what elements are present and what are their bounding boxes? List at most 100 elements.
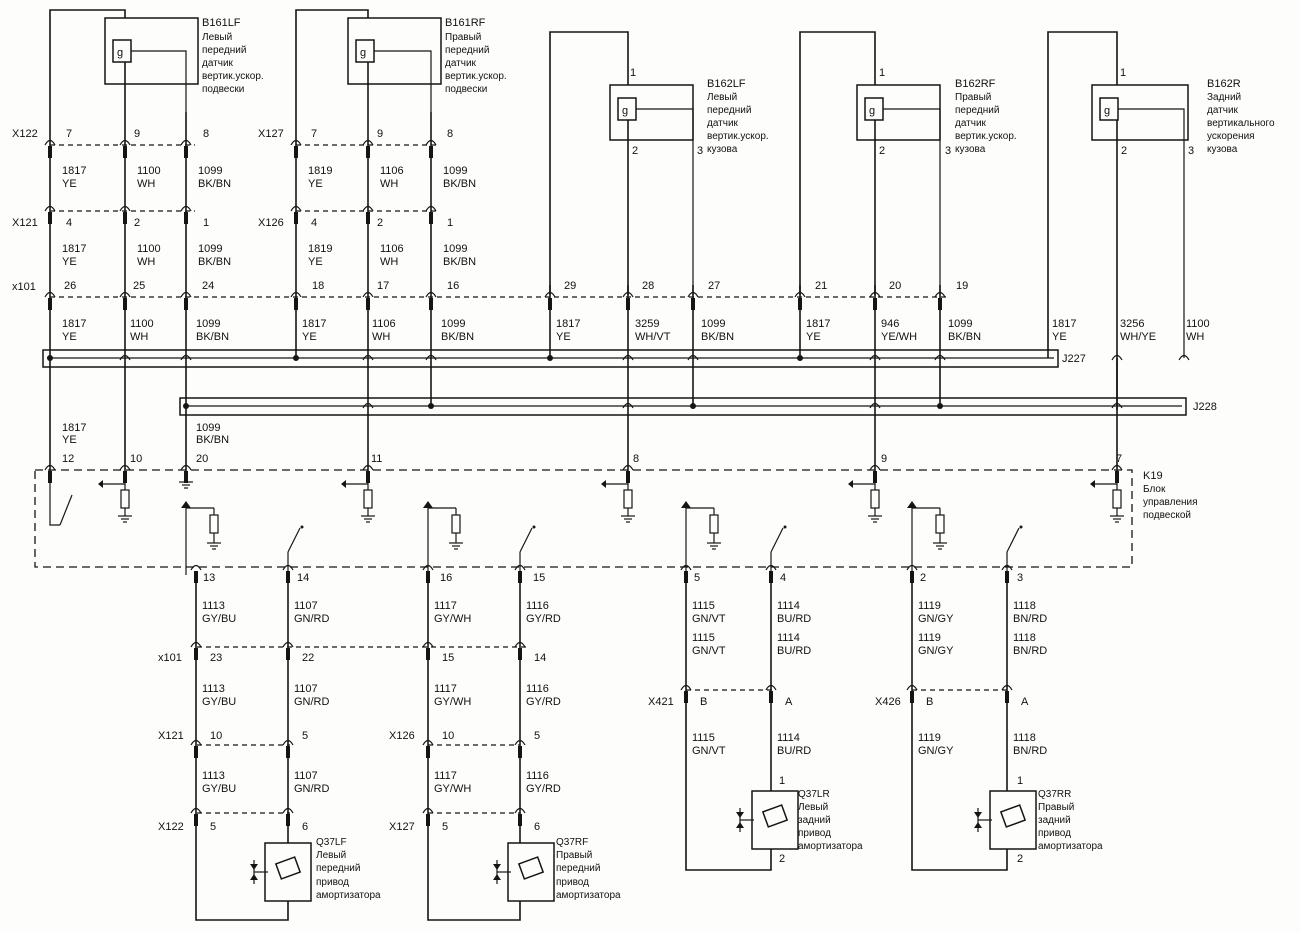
pin-label: 7 bbox=[66, 128, 72, 140]
sensor-b161rf: g B161RF Правый передний датчик вертик.у… bbox=[347, 17, 507, 112]
connector-cup bbox=[119, 139, 131, 146]
wire-color: GN/RD bbox=[294, 783, 330, 795]
wire-color: BN/RD bbox=[1013, 613, 1047, 625]
wire-number: 1106 bbox=[380, 165, 404, 177]
connector-label: X126 bbox=[389, 730, 415, 742]
connector-label: X126 bbox=[258, 217, 284, 229]
wire-color: GN/GY bbox=[918, 613, 954, 625]
wire-color: GY/RD bbox=[526, 613, 561, 625]
sensor-label: подвески bbox=[202, 84, 244, 95]
connector-pin bbox=[48, 298, 52, 310]
sensor-label: вертикального bbox=[1207, 118, 1275, 129]
pin-label: 7 bbox=[1116, 453, 1122, 465]
connector-cup bbox=[282, 564, 294, 571]
resistor bbox=[451, 514, 461, 534]
g-sensor-icon: g bbox=[360, 47, 366, 59]
sensor-code: B162LF bbox=[707, 78, 746, 90]
sensor-code: B161LF bbox=[202, 17, 241, 29]
wire-color: GY/BU bbox=[202, 613, 236, 625]
resistor bbox=[363, 489, 373, 509]
wire-color: BU/RD bbox=[777, 613, 811, 625]
switch bbox=[59, 494, 73, 526]
connector-pin bbox=[294, 212, 298, 224]
pin-label: 2 bbox=[377, 217, 383, 229]
wire-color: YE bbox=[308, 178, 323, 190]
pin-label: 14 bbox=[534, 652, 546, 664]
wire-color: BK/BN bbox=[196, 434, 229, 446]
wire-number: 1100 bbox=[130, 318, 154, 330]
wire-color: GN/VT bbox=[692, 645, 726, 657]
pin-label: 2 bbox=[779, 853, 785, 865]
wire-number: 1817 bbox=[62, 243, 86, 255]
connector-pin bbox=[429, 146, 433, 158]
wire-color: GN/VT bbox=[692, 745, 726, 757]
pin-label: 5 bbox=[210, 821, 216, 833]
pin-label: 7 bbox=[311, 128, 317, 140]
wire-number: 1099 bbox=[948, 318, 972, 330]
wire-number: 1106 bbox=[372, 318, 396, 330]
wire-color: YE bbox=[302, 331, 317, 343]
connector-cup bbox=[290, 205, 302, 212]
connector-cup bbox=[680, 564, 692, 571]
wire-number: 1817 bbox=[62, 318, 86, 330]
wire-color: BK/BN bbox=[441, 331, 474, 343]
connector-pin bbox=[1115, 471, 1119, 483]
wire-number: 1115 bbox=[692, 632, 715, 644]
pin-label: 6 bbox=[302, 821, 308, 833]
resistor bbox=[870, 489, 880, 509]
pin-label: 16 bbox=[447, 280, 459, 292]
pin-label: 20 bbox=[196, 453, 208, 465]
pin-label: 15 bbox=[533, 572, 545, 584]
connector-pin bbox=[626, 298, 630, 310]
wire-crossover bbox=[622, 402, 634, 409]
wire-number: 1113 bbox=[202, 770, 225, 782]
connector-label: X127 bbox=[389, 821, 415, 833]
pin-label: 1 bbox=[779, 775, 785, 787]
connector-pin bbox=[366, 212, 370, 224]
pin-label: 27 bbox=[708, 280, 720, 292]
resistor bbox=[120, 489, 130, 509]
wire-color: GN/RD bbox=[294, 613, 330, 625]
connector-label: X121 bbox=[12, 217, 38, 229]
actuator-label: привод bbox=[1038, 828, 1071, 839]
connector-cup bbox=[190, 564, 202, 571]
wire-color: WH/VT bbox=[635, 331, 671, 343]
wire-color: YE bbox=[806, 331, 821, 343]
actuator-label: амортизатора bbox=[1038, 841, 1103, 852]
connector-cup bbox=[362, 464, 374, 471]
wire-number: 1100 bbox=[1186, 318, 1210, 330]
actuator-code: Q37RF bbox=[556, 837, 588, 848]
wire-number: 3259 bbox=[635, 318, 659, 330]
wire-color: GN/GY bbox=[918, 745, 954, 757]
pin-label: 11 bbox=[371, 453, 382, 465]
wire-color: WH/YE bbox=[1120, 331, 1156, 343]
connector-cup bbox=[765, 564, 777, 571]
connector-cup bbox=[119, 464, 131, 471]
wire-color: YE bbox=[62, 434, 77, 446]
sensor-b162rf: g 1 2 3 B162RF Правый передний датчик ве… bbox=[799, 31, 1017, 295]
pin-label: 14 bbox=[297, 572, 309, 584]
g-sensor-icon: g bbox=[117, 47, 123, 59]
module-label: управления bbox=[1143, 497, 1198, 508]
pin-label: 21 bbox=[815, 280, 827, 292]
sensor-label: передний bbox=[202, 45, 246, 56]
wire-color: YE bbox=[308, 256, 323, 268]
connector-label: X122 bbox=[158, 821, 184, 833]
sensor-label: датчик bbox=[707, 118, 739, 129]
wire-color: GY/BU bbox=[202, 696, 236, 708]
pin-label: 19 bbox=[956, 280, 968, 292]
actuator-q37rf: Q37RF Правый передний привод амортизатор… bbox=[507, 837, 621, 902]
pin-label: 6 bbox=[534, 821, 540, 833]
pin-label: 2 bbox=[1121, 145, 1127, 157]
actuator-label: Правый bbox=[1038, 802, 1074, 813]
pin-label: 3 bbox=[945, 145, 951, 157]
sensor-label: вертик.ускор. bbox=[202, 71, 264, 82]
pin-label: A bbox=[785, 696, 793, 708]
pin-label: 15 bbox=[442, 652, 454, 664]
sensor-b162lf: g 1 2 3 B162LF Левый передний датчик вер… bbox=[549, 31, 769, 295]
wire-number: 1118 bbox=[1013, 732, 1036, 744]
wire-color: WH bbox=[380, 256, 398, 268]
connector-cup bbox=[622, 291, 634, 298]
